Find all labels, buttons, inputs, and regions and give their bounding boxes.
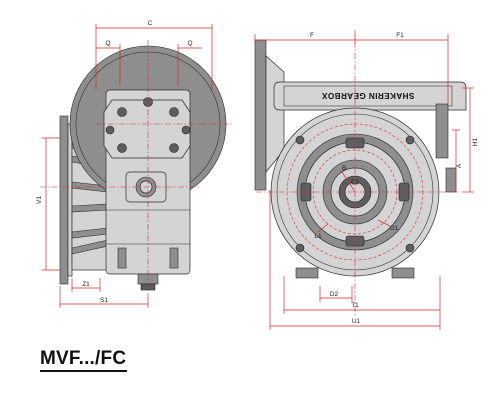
dim-label-c: C [148, 20, 153, 27]
front-side-cover [435, 103, 449, 159]
dim-label-g1: G1 [390, 225, 399, 232]
dim-label-d2: D2 [330, 291, 339, 298]
front-square-flange [254, 39, 267, 191]
side-mounting-plate [59, 115, 69, 285]
front-bolt [405, 135, 415, 145]
side-view [40, 40, 232, 296]
dim-label-s1: S1 [100, 297, 108, 304]
dim-label-q-right: Q [187, 40, 192, 47]
dim-label-q-left: Q [105, 40, 110, 47]
front-view: SHAKERIN GEARBOX [254, 30, 467, 316]
side-bolt [117, 107, 127, 117]
side-bolt [169, 143, 179, 153]
side-plate-lip [67, 123, 73, 277]
dim-label-v1: V1 [36, 196, 43, 204]
dim-label-t1: T1 [351, 302, 359, 309]
front-top-band [273, 81, 467, 111]
side-bolt [117, 143, 127, 153]
front-bolt [295, 243, 305, 253]
side-bolt [181, 125, 191, 135]
dim-label-l1: L1 [314, 233, 322, 240]
side-dimensions: C Q Q V1 Z1 S1 [36, 20, 213, 308]
dim-label-b: B [342, 165, 346, 172]
front-bolt [295, 135, 305, 145]
dim-label-u1: U1 [352, 318, 361, 325]
front-dimensions: F F1 H1 A B G1 L1 D2 T1 U1 [254, 32, 479, 330]
side-bolt [169, 107, 179, 117]
model-title: MVF.../FC [40, 348, 128, 372]
front-bolt [405, 243, 415, 253]
dim-label-h1: H1 [472, 137, 479, 146]
dim-label-z1: Z1 [82, 281, 90, 288]
brand-label: SHAKERIN GEARBOX [321, 91, 414, 100]
dim-label-f1: F1 [396, 32, 404, 39]
dim-label-a: A [456, 163, 463, 168]
dim-label-f: F [310, 32, 314, 39]
side-bolt [105, 125, 115, 135]
